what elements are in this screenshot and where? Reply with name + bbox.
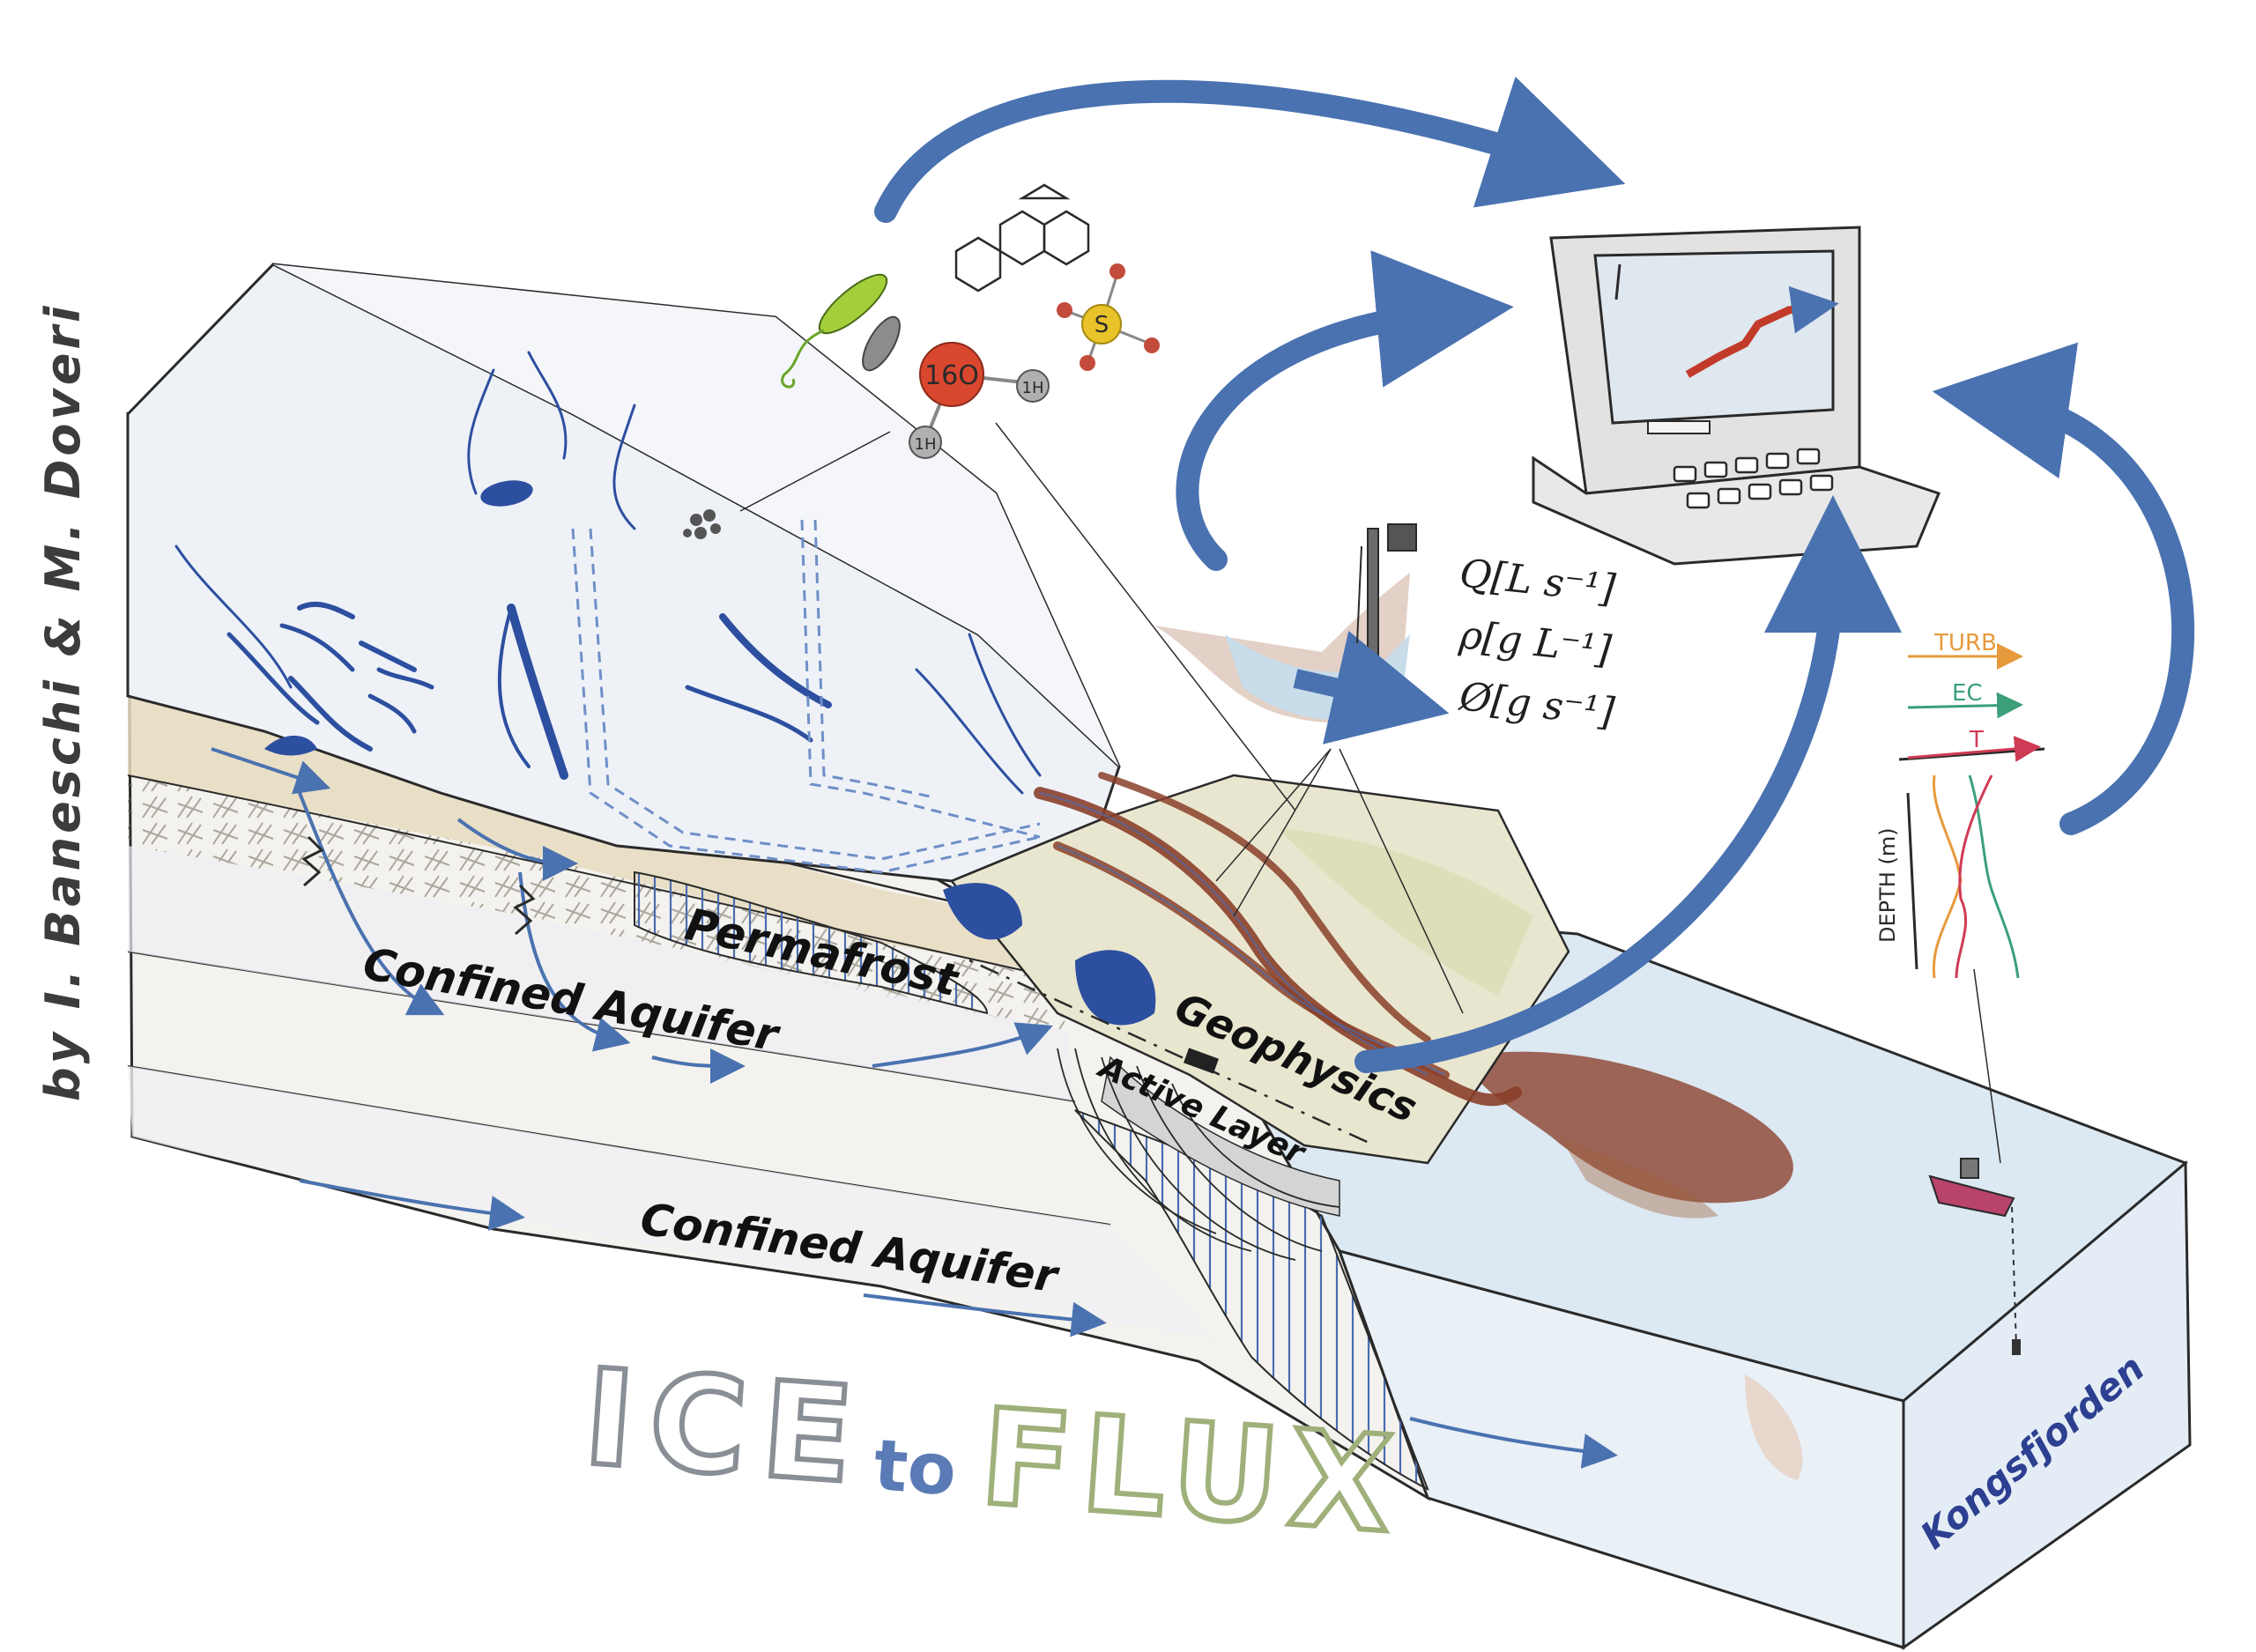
title-ice: ICE	[579, 1341, 873, 1514]
groundwater-flow-arrows	[211, 747, 1618, 1469]
geophysics-survey	[1057, 1048, 1340, 1261]
geology-block	[126, 263, 1618, 1501]
author-credit: by I. Baneschi & M. Doveri	[35, 302, 91, 1101]
computer-icon	[1532, 226, 1941, 566]
chemistry-icons: S 16O 1H 1H	[683, 183, 1160, 539]
fractures	[301, 835, 536, 936]
permafrost-upper	[634, 870, 989, 1015]
gauge-pole-icon	[1367, 528, 1379, 679]
boat-icon	[1928, 1158, 2021, 1355]
sulfate-molecule-icon: S	[1057, 263, 1160, 371]
sulfur-label: S	[1095, 312, 1109, 338]
proglacial-lake	[943, 883, 1022, 940]
englacial-conduits	[571, 519, 1041, 874]
moulin-icon	[480, 480, 533, 507]
temperature-label: T	[1969, 727, 1984, 753]
title-to: to	[872, 1424, 959, 1511]
flow-arrow-icon	[1293, 631, 1450, 745]
discharge-formula: Q[L s⁻¹]	[1458, 551, 1618, 611]
water-molecule-icon: 16O 1H 1H	[909, 342, 1050, 459]
discharge-measurement-sketch	[1154, 523, 1450, 745]
depth-axis-label: DEPTH (m)	[1875, 827, 1900, 943]
proglacial-pond	[1075, 950, 1156, 1026]
density-formula: ρ[g L⁻¹]	[1457, 612, 1614, 673]
pointer-lines	[739, 422, 2001, 1164]
particles-icon	[683, 509, 721, 539]
geophone-icon	[1184, 1048, 1219, 1074]
title: ICE to FLUX	[576, 1338, 1409, 1566]
ctd-profile: TURB. EC T DEPTH (m)	[1875, 630, 2045, 979]
particle-icon	[862, 315, 901, 372]
data-flow-arrows	[874, 76, 2195, 1073]
flux-formula: Ø[g s⁻¹]	[1457, 674, 1617, 735]
sediment-plume	[1463, 1051, 1793, 1204]
title-flux: FLUX	[976, 1381, 1406, 1563]
active-layer-band	[1101, 1056, 1340, 1217]
conductivity-label: EC	[1952, 680, 1983, 707]
measurement-formulas: Q[L s⁻¹] ρ[g L⁻¹] Ø[g s⁻¹]	[1457, 551, 1618, 735]
pah-molecule-icon	[954, 183, 1090, 293]
hydrogen1-label: 1H	[1022, 379, 1044, 397]
turbidity-label: TURB.	[1933, 630, 2004, 656]
hydrogen2-label: 1H	[915, 435, 937, 454]
oxygen-label: 16O	[924, 360, 979, 391]
meltwater-channels	[174, 351, 1042, 795]
